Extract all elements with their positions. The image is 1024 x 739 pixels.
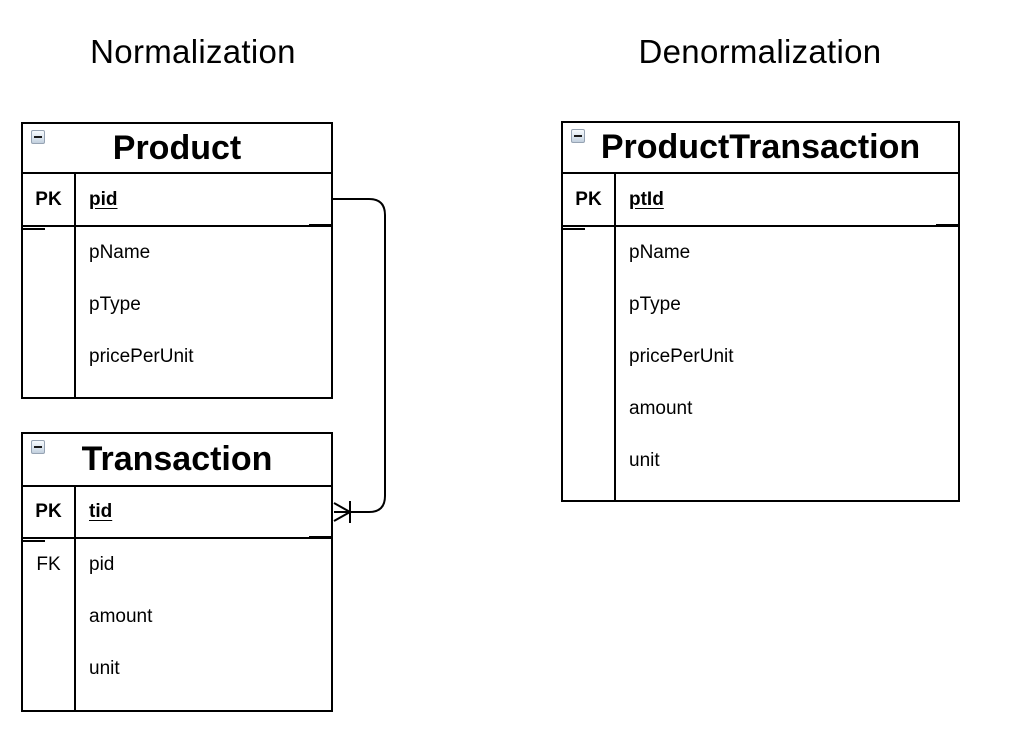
column-divider	[74, 487, 76, 710]
normalization-title: Normalization	[90, 33, 296, 70]
field-pid: pid	[89, 188, 118, 210]
field-ptype: pType	[89, 294, 141, 315]
minus-icon	[34, 136, 42, 138]
minus-icon	[34, 446, 42, 448]
field-priceperunit: pricePerUnit	[629, 346, 734, 367]
field-pname: pName	[89, 242, 151, 263]
table-product[interactable]: Product PK pid pName pType pricePerUnit	[21, 122, 333, 399]
field-amount: amount	[629, 398, 693, 419]
field-pname: pName	[629, 242, 691, 263]
table-row: unit	[563, 435, 958, 487]
table-row: pName	[23, 227, 331, 279]
field-unit: unit	[89, 658, 120, 679]
table-product-transaction-header: ProductTransaction	[563, 123, 958, 174]
collapse-button[interactable]	[31, 440, 45, 454]
column-divider	[614, 174, 616, 500]
key-label: PK	[35, 188, 62, 210]
table-row: FK pid	[23, 539, 331, 591]
table-title: Transaction	[81, 440, 273, 478]
table-row-pk: PK pid	[23, 174, 331, 230]
minus-icon	[574, 135, 582, 137]
table-product-transaction[interactable]: ProductTransaction PK ptId pName pType p…	[561, 121, 960, 502]
key-label: FK	[36, 554, 61, 575]
table-row: amount	[23, 591, 331, 643]
table-transaction-header: Transaction	[23, 434, 331, 487]
table-transaction[interactable]: Transaction PK tid FK pid amount unit	[21, 432, 333, 712]
field-pid-fk: pid	[89, 554, 115, 575]
table-title: ProductTransaction	[600, 128, 921, 166]
table-row: pType	[563, 279, 958, 331]
connector-line	[333, 198, 386, 513]
key-label: PK	[35, 501, 62, 522]
collapse-button[interactable]	[571, 129, 585, 143]
field-amount: amount	[89, 606, 153, 627]
table-row: pType	[23, 279, 331, 331]
field-unit: unit	[629, 450, 660, 471]
table-row: pName	[563, 227, 958, 279]
field-priceperunit: pricePerUnit	[89, 346, 194, 367]
table-row-pk: PK tid	[23, 487, 331, 542]
field-tid: tid	[89, 501, 113, 522]
table-row-pk: PK ptId	[563, 174, 958, 230]
field-ptid: ptId	[629, 188, 664, 210]
denormalization-title: Denormalization	[638, 33, 882, 70]
crow-foot-many-icon	[333, 502, 351, 522]
table-row: unit	[23, 643, 331, 695]
table-product-header: Product	[23, 124, 331, 174]
table-title: Product	[112, 128, 242, 167]
table-row: pricePerUnit	[563, 331, 958, 383]
key-label: PK	[575, 188, 602, 210]
collapse-button[interactable]	[31, 130, 45, 144]
column-divider	[74, 174, 76, 397]
field-ptype: pType	[629, 294, 681, 315]
table-row: amount	[563, 383, 958, 435]
table-row: pricePerUnit	[23, 331, 331, 383]
